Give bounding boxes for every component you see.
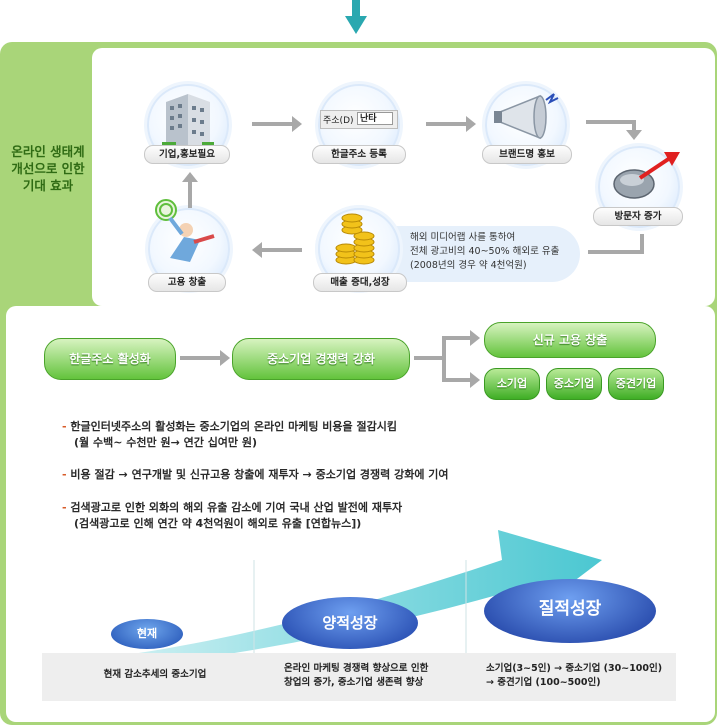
- note-3: - 검색광고로 인한 외화의 해외 유출 감소에 기여 국내 산업 발전에 재투…: [62, 500, 702, 532]
- smb-button[interactable]: 중소기업: [546, 368, 602, 400]
- mouse-icon: [613, 152, 680, 199]
- info-line: (2008년의 경우 약 4천억원): [410, 260, 527, 271]
- arrow-head: [626, 130, 642, 140]
- note-1: - 한글인터넷주소의 활성화는 중소기업의 온라인 마케팅 비용을 절감시킴 (…: [62, 419, 702, 451]
- activate-address-button[interactable]: 한글주소 활성화: [44, 338, 176, 380]
- bullet-dash: -: [62, 501, 71, 514]
- info-line: 전체 광고비의 40~50% 해외로 유출: [410, 246, 560, 257]
- arrow-registration-to-brand: [426, 122, 466, 126]
- stage-desc-line: 창업의 증가, 중소기업 생존력 향상: [284, 677, 424, 688]
- arrow-visitor-to-sales: [588, 250, 644, 254]
- bullet-dash: -: [62, 468, 71, 481]
- sales-growth-label: 매출 증대,성장: [313, 273, 407, 292]
- side-title-line: 온라인 생태계: [11, 144, 85, 159]
- address-bar: 주소(D) 난타: [320, 110, 398, 129]
- bullet-dash: -: [62, 420, 71, 433]
- megaphone-icon: [494, 93, 559, 140]
- korean-address-registration-label: 한글주소 등록: [312, 145, 406, 164]
- current-stage-desc: 현재 감소추세의 중소기업: [103, 669, 207, 680]
- company-pr-label: 기업,홍보필요: [144, 145, 230, 164]
- arrow-branch-stem: [414, 356, 444, 360]
- note-text: 한글인터넷주소의 활성화는 중소기업의 온라인 마케팅 비용을 절감시킴: [70, 420, 397, 433]
- side-title-line: 기대 효과: [22, 178, 74, 193]
- qualitative-stage-ellipse: 질적성장: [484, 579, 656, 643]
- arrow-activate-to-strengthen: [180, 356, 220, 360]
- address-bar-value: 난타: [357, 112, 393, 125]
- flow-arrows: [180, 330, 480, 388]
- arrow-head: [470, 372, 480, 388]
- arrow-company-to-registration: [252, 122, 292, 126]
- new-jobs-button[interactable]: 신규 고용 창출: [484, 322, 656, 358]
- arrow-head: [470, 330, 480, 346]
- visitor-increase-label: 방문자 증가: [593, 207, 683, 226]
- stage-desc-line: 온라인 마케팅 경쟁력 향상으로 인한: [284, 663, 429, 674]
- arrow-head: [252, 242, 262, 258]
- arrow-head: [220, 350, 230, 366]
- quantitative-stage-ellipse: 양적성장: [282, 597, 418, 649]
- strengthen-smb-button[interactable]: 중소기업 경쟁력 강화: [232, 338, 410, 380]
- arrow-job-to-company: [188, 182, 192, 208]
- arrow-brand-to-visitor: [586, 120, 636, 124]
- stages-desc-band: [42, 653, 676, 701]
- stage-desc-line: 소기업(3~5인) → 중소기업 (30~100인): [486, 663, 663, 674]
- note-text: 검색광고로 인한 외화의 해외 유출 감소에 기여 국내 산업 발전에 재투자: [70, 501, 403, 514]
- note-subtext: (검색광고로 인해 연간 약 4천억원이 해외로 유출 [연합뉴스]): [74, 517, 362, 530]
- person-icon: [155, 199, 215, 262]
- note-subtext: (월 수백~ 수천만 원→ 연간 십여만 원): [74, 436, 258, 449]
- down-arrow-icon: [345, 0, 367, 34]
- arrow-sales-to-job: [262, 248, 302, 252]
- cycle-arrows: [182, 116, 644, 258]
- current-stage-ellipse: 현재: [111, 619, 183, 649]
- qualitative-stage-desc: 소기업(3~5인) → 중소기업 (30~100인) → 중견기업 (100~5…: [486, 662, 676, 690]
- side-title-line: 개선으로 인한: [11, 161, 85, 176]
- stage-desc-line: → 중견기업 (100~500인): [486, 677, 601, 688]
- job-creation-label: 고용 창출: [148, 273, 226, 292]
- note-2: - 비용 절감 → 연구개발 및 신규고용 창출에 재투자 → 중소기업 경쟁력…: [62, 467, 702, 483]
- quantitative-stage-desc: 온라인 마케팅 경쟁력 향상으로 인한 창업의 증가, 중소기업 생존력 향상: [284, 662, 474, 690]
- arrow-head: [182, 172, 198, 182]
- side-title: 온라인 생태계 개선으로 인한 기대 효과: [6, 143, 90, 194]
- mid-business-button[interactable]: 중견기업: [608, 368, 664, 400]
- overseas-outflow-info: 해외 미디어랩 사를 통하여 전체 광고비의 40~50% 해외로 유출 (20…: [396, 226, 580, 282]
- arrow-head: [466, 116, 476, 132]
- coins-icon: [335, 213, 375, 265]
- small-business-button[interactable]: 소기업: [484, 368, 540, 400]
- arrow-head: [292, 116, 302, 132]
- note-text: 비용 절감 → 연구개발 및 신규고용 창출에 재투자 → 중소기업 경쟁력 강…: [70, 468, 449, 481]
- brand-pr-label: 브랜드명 홍보: [482, 145, 572, 164]
- info-line: 해외 미디어랩 사를 통하여: [410, 232, 516, 243]
- address-bar-label: 주소(D): [323, 116, 354, 126]
